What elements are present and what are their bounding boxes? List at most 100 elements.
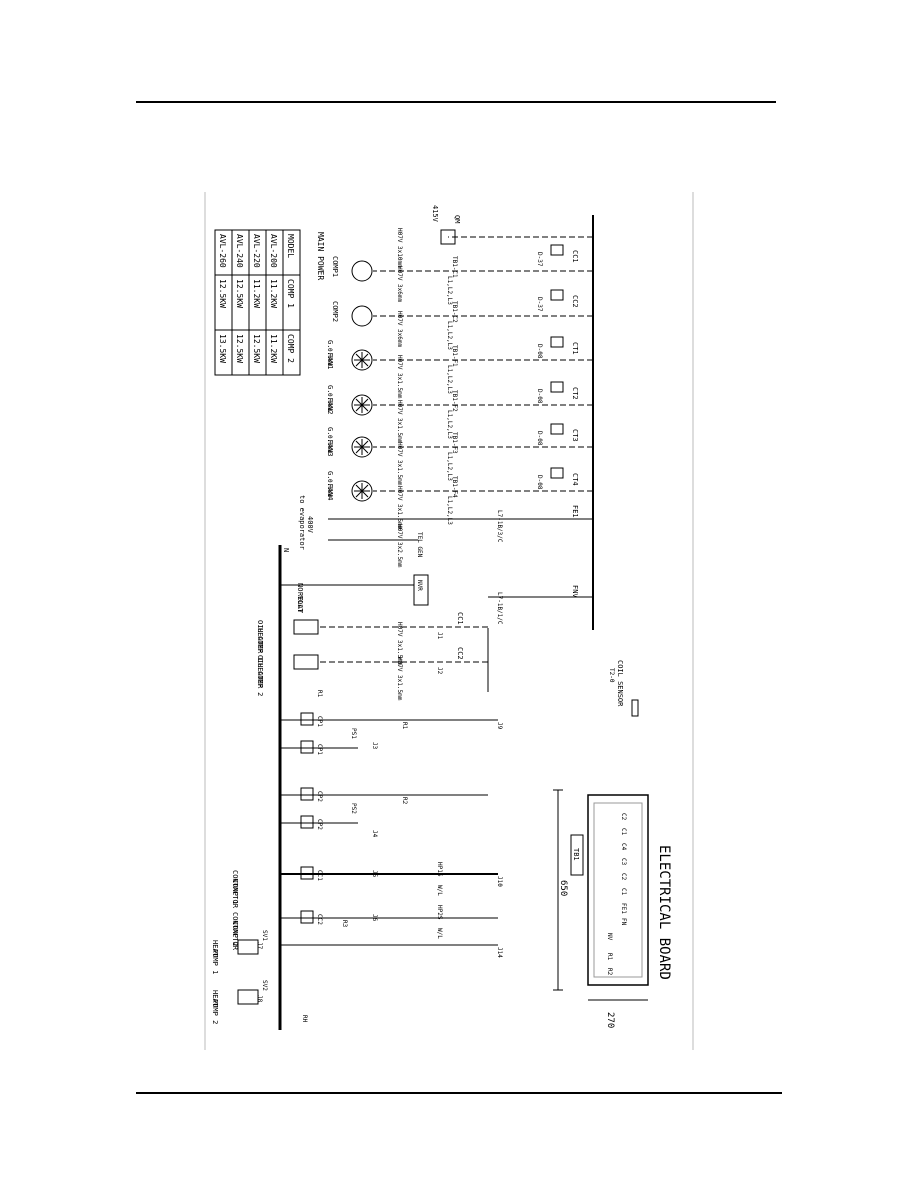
- footer-rule: [136, 1092, 782, 1094]
- compressor-contactor: CC2: [571, 295, 579, 308]
- no-volt-fuse-lines: L7-1B/1/C: [496, 592, 503, 625]
- board-slot: C4: [620, 843, 627, 851]
- compressor-cable: H07V 3x6mm: [396, 266, 403, 303]
- compressor-lines: L1,L2,L3: [446, 276, 453, 305]
- fan-setting: D-08: [536, 475, 543, 490]
- contactor-wl: W/L: [436, 928, 443, 939]
- evaporator-cable: H07V 3x2.5mm: [396, 524, 403, 568]
- coil-sensor-terminals: T2-0: [608, 668, 615, 683]
- evaporator-fuse: FE1: [571, 505, 579, 518]
- table-cell: AVL-220: [252, 234, 261, 268]
- table-cell: 12.5KW: [252, 334, 261, 363]
- fan-relay: CT4: [571, 473, 579, 486]
- contactor-label2: COMP 2: [231, 921, 239, 946]
- fan-setting: D-08: [536, 389, 543, 404]
- fan-3: G. FAN3 0.8KW TB1-F3 H07V 3x1.5mm L1,L2,…: [326, 423, 593, 486]
- board-title: ELECTRICAL BOARD: [656, 845, 672, 980]
- compressor-2: COMP2 TB1-C2 H07V 3x6mm L1,L2,L3 CC2 D-3…: [331, 289, 593, 350]
- board-slot: FN: [620, 918, 627, 926]
- fan-cable: H07V 3x1.5mm: [396, 442, 403, 486]
- board-slot: C1: [620, 828, 627, 836]
- compressor-terminal: TB1-C2: [451, 301, 458, 323]
- board-slot: C2: [620, 813, 627, 821]
- compressor-terminal: TB1-C1: [451, 256, 458, 278]
- board-slot: C3: [620, 858, 627, 866]
- oil-heater-2: OIL HEATER COMP 2 H07V 3x1.5mm J2 CC2: [256, 647, 488, 701]
- compressor-cable: H07V 3x6mm: [396, 311, 403, 348]
- heat-pump-1: HEAT PUMP 1 SV1: [211, 930, 268, 974]
- board-slot: R1: [606, 953, 613, 961]
- main-breaker-label: QM: [453, 215, 461, 223]
- table-header-comp2: COMP 2: [286, 334, 295, 363]
- main-power-label: MAIN POWER: [316, 232, 325, 280]
- heat-pump-label: HEAT: [211, 940, 219, 958]
- compressor-relay: D-37: [536, 297, 543, 312]
- fan-setting: D-08: [536, 431, 543, 446]
- relay-label: CC2: [316, 914, 323, 925]
- fan-power: 0.8KW: [326, 393, 333, 411]
- board-slot: C2: [620, 873, 627, 881]
- board-dim-short: 270: [605, 1012, 615, 1028]
- fan-2: G. FAN2 0.8KW TB1-F2 H07V 3x1.5mm L1,L2,…: [326, 381, 593, 444]
- terminal-label: J10: [496, 876, 503, 887]
- heat-pump-label: HEAT: [211, 990, 219, 1008]
- compressor-contactor: CC1: [571, 250, 579, 263]
- relay-label: CP1: [316, 716, 323, 727]
- contactor-switch: HP1S: [436, 862, 443, 877]
- fan-name: G. FAN3: [326, 427, 334, 457]
- table-cell: 11.2KW: [252, 279, 261, 308]
- switch-label: R2: [401, 797, 408, 805]
- heater-label: OIL: [256, 655, 264, 668]
- relay-label: R1: [316, 690, 323, 698]
- contactor-label: CONTACTOR: [231, 870, 239, 909]
- heat-pump-label2: PUMP 2: [211, 999, 219, 1024]
- model-table-text: MODEL COMP 1 COMP 2 AVL-200 11.2KW 11.2K…: [218, 234, 295, 363]
- compressor-lines: L1,L2,L3: [446, 321, 453, 350]
- fan-terminal: TB1-F3: [451, 432, 458, 454]
- switch-label: PS1: [350, 728, 357, 739]
- compressor-relay: D-37: [536, 252, 543, 267]
- main-power-cable: H07V 3x10mm: [396, 228, 403, 268]
- board-slot: R2: [606, 968, 613, 976]
- evaporator-label: to evaporator: [298, 495, 306, 550]
- board-strip: TB1: [572, 848, 580, 861]
- board-slot: FE1: [620, 903, 627, 914]
- heater-label: OIL: [256, 620, 264, 633]
- board-slot: C1: [620, 888, 627, 896]
- relay-label: CP2: [316, 819, 323, 830]
- fan-power: 0.8KW: [326, 479, 333, 497]
- terminal-label: J14: [496, 947, 503, 958]
- terminal-label: J8: [256, 995, 263, 1003]
- fan-relay: CT1: [571, 342, 579, 355]
- neutral-label: N: [282, 548, 290, 552]
- terminal-label: J3: [371, 742, 378, 750]
- relay-label: RH: [301, 1015, 308, 1023]
- header-rule: [136, 101, 776, 103]
- table-cell: 13.5KW: [218, 334, 227, 363]
- table-header-comp1: COMP 1: [286, 279, 295, 308]
- fan-lines: L1,L2,L3: [446, 410, 453, 439]
- fan-cable: H07V 3x1.5mm: [396, 355, 403, 399]
- electrical-board: [553, 789, 649, 1001]
- heater-terminal: J1: [436, 632, 443, 640]
- table-cell: AVL-240: [235, 234, 244, 268]
- switch-label: R3: [341, 920, 348, 928]
- fan-lines: L1,L2,L3: [446, 365, 453, 394]
- fan-terminal: TB1-F4: [451, 476, 458, 498]
- relay-label: CC1: [316, 870, 323, 881]
- board-dim-long: 650: [558, 880, 568, 896]
- heat-pump-valve: SV2: [261, 980, 268, 991]
- table-header-model: MODEL: [286, 234, 295, 258]
- heater-label2: HEATER: [256, 663, 264, 689]
- fan-power: 0.8KW: [326, 435, 333, 453]
- contactor-comp2: CONTACTOR COMP 2 HP2S W/L: [231, 905, 443, 951]
- table-cell: 12.5KW: [235, 334, 244, 363]
- terminal-label: J5: [371, 870, 378, 878]
- contactor-wl: W/L: [436, 885, 443, 896]
- terminal-label: J7: [256, 942, 263, 950]
- fan-lines: L1,L2,L3: [446, 452, 453, 481]
- table-cell: 11.2KW: [269, 334, 278, 363]
- table-cell: AVL-260: [218, 234, 227, 268]
- evaporator-feed: 400V to evaporator H07V 3x2.5mm TEL GEN …: [298, 495, 593, 568]
